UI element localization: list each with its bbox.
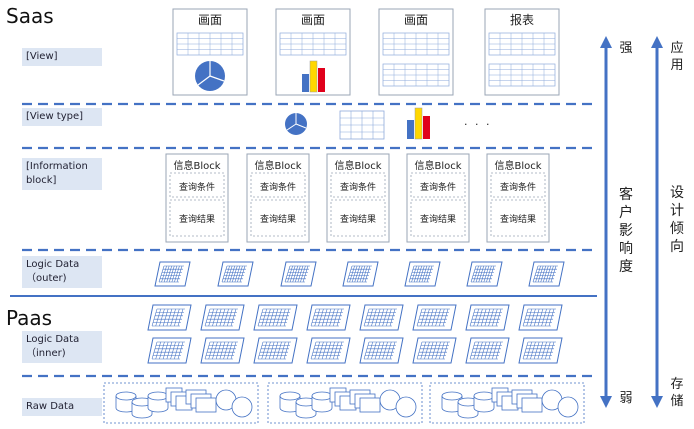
influence-top-label: 强 — [619, 41, 633, 56]
inner-grid-bottom-4 — [306, 337, 351, 364]
inner-grid-bottom-6 — [412, 337, 457, 364]
info-block-condition-5: 查询条件 — [499, 183, 536, 193]
row-label-logic-outer: Logic Data （outer) — [22, 256, 102, 288]
influence-arrow — [600, 36, 612, 408]
raw-data-group-1 — [103, 382, 259, 424]
view-type-ellipsis: · · · — [464, 118, 492, 131]
inner-grid-top-2 — [200, 304, 245, 331]
design-bottom-label: 存储 — [670, 377, 684, 409]
inner-grid-bottom-7 — [465, 337, 510, 364]
inner-grid-top-1 — [147, 304, 192, 331]
raw-data-group-3 — [429, 382, 585, 424]
raw-data-group-2 — [267, 382, 423, 424]
inner-grid-top-4 — [306, 304, 351, 331]
info-block-1 — [165, 153, 229, 243]
paas-layer-title: Paas — [6, 306, 53, 330]
bar-type-icon — [407, 107, 430, 140]
inner-grid-bottom-8 — [518, 337, 563, 364]
info-block-2 — [246, 153, 310, 243]
screen-title-3: 画面 — [403, 13, 428, 27]
screen-card-3 — [378, 8, 454, 96]
info-block-title-1: 信息Block — [173, 161, 221, 172]
screen-title-1: 画面 — [197, 13, 222, 27]
inner-grid-top-5 — [359, 304, 404, 331]
row-label-raw-data: Raw Data — [22, 398, 102, 416]
outer-grid-2 — [217, 261, 254, 287]
inner-grid-bottom-1 — [147, 337, 192, 364]
design-arrow — [651, 36, 663, 408]
info-block-condition-2: 查询条件 — [259, 183, 296, 193]
info-block-5 — [486, 153, 550, 243]
influence-axis-label: 客户影响度 — [619, 187, 633, 275]
row-label-logic-inner: Logic Data （inner) — [22, 331, 102, 363]
info-block-4 — [406, 153, 470, 243]
outer-grid-7 — [528, 261, 565, 287]
info-block-condition-3: 查询条件 — [339, 183, 376, 193]
row-label-information-block: [Information block] — [22, 158, 102, 190]
outer-grid-1 — [154, 261, 191, 287]
table-type-icon — [339, 110, 385, 140]
row-label-view: [View] — [22, 48, 102, 66]
view-type-icons — [285, 107, 430, 140]
inner-grid-top-3 — [253, 304, 298, 331]
design-axis-label: 设计倾向 — [670, 185, 684, 255]
row-label-view-type: [View type] — [22, 108, 102, 126]
info-block-3 — [326, 153, 390, 243]
outer-grid-6 — [466, 261, 503, 287]
screen-card-2 — [275, 8, 351, 96]
inner-grid-bottom-3 — [253, 337, 298, 364]
info-block-result-5: 查询结果 — [499, 215, 536, 225]
pie-type-icon — [285, 113, 307, 135]
inner-grid-top-7 — [465, 304, 510, 331]
logic-data-inner-grids — [147, 304, 563, 364]
outer-grid-3 — [280, 261, 317, 287]
outer-grid-5 — [404, 261, 441, 287]
screen-title-2: 画面 — [300, 13, 325, 27]
info-block-result-2: 查询结果 — [259, 215, 296, 225]
info-block-title-5: 信息Block — [494, 161, 542, 172]
raw-data-groups — [103, 382, 585, 424]
inner-grid-bottom-5 — [359, 337, 404, 364]
info-block-condition-1: 查询条件 — [178, 183, 215, 193]
screen-cards — [172, 8, 560, 96]
influence-bottom-label: 弱 — [619, 391, 633, 406]
info-block-title-3: 信息Block — [334, 161, 382, 172]
inner-grid-top-8 — [518, 304, 563, 331]
screen-card-1 — [172, 8, 248, 96]
info-block-condition-4: 查询条件 — [419, 183, 456, 193]
screen-title-4: 报表 — [509, 13, 534, 27]
information-blocks — [165, 153, 550, 243]
inner-grid-bottom-2 — [200, 337, 245, 364]
saas-layer-title: Saas — [6, 4, 54, 28]
outer-grid-4 — [342, 261, 379, 287]
info-block-result-4: 查询结果 — [419, 215, 456, 225]
info-block-result-3: 查询结果 — [339, 215, 376, 225]
info-block-title-4: 信息Block — [414, 161, 462, 172]
info-block-title-2: 信息Block — [254, 161, 302, 172]
info-block-result-1: 查询结果 — [178, 215, 215, 225]
inner-grid-top-6 — [412, 304, 457, 331]
screen-card-4 — [484, 8, 560, 96]
dashed-separators — [10, 102, 597, 378]
logic-data-outer-grids — [154, 261, 565, 287]
design-top-label: 应用 — [670, 41, 684, 73]
